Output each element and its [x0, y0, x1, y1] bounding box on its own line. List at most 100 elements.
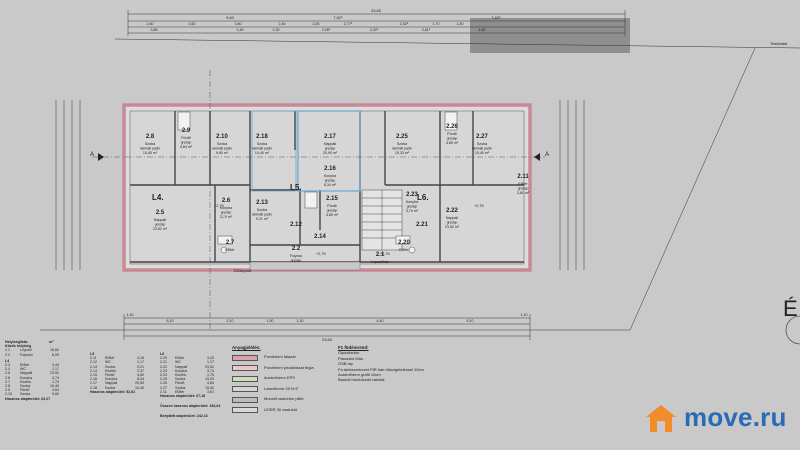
room-number: 2.8	[146, 134, 155, 140]
room-number: 2.14	[314, 234, 326, 240]
room-label: 23,52 m²	[445, 225, 460, 229]
floor-layer: Baumit homlokzati vakolat	[338, 377, 385, 383]
room-number: 2.25	[396, 134, 408, 140]
unit-l6: L6.	[417, 193, 429, 202]
legend-swatch	[232, 365, 258, 372]
section-mark-left: A	[90, 152, 94, 158]
entry-step	[249, 261, 361, 271]
room-number: 2.16	[324, 166, 336, 172]
dim-top-1: 9,60	[226, 15, 235, 20]
grand-useful: Összes hasznos alapterület: 184,64	[160, 404, 221, 409]
dim-r2: 3,60	[235, 22, 242, 26]
room-label: Folyosó	[290, 254, 303, 258]
legend-item: Porotherm falazat	[232, 354, 314, 361]
room-label: laminált padló	[472, 147, 492, 151]
room-label: greslap	[181, 141, 192, 145]
floor-layer: OSB lap	[338, 361, 353, 367]
room-number: 2.17	[324, 134, 336, 140]
room-label: Előtér	[518, 182, 528, 186]
dim-r3: 2,26⁵	[322, 28, 331, 32]
room-number: 2.27	[476, 134, 488, 140]
room-label: Fürdő	[181, 136, 190, 140]
legend-swatch	[232, 396, 258, 403]
dim-r2: 2,40	[279, 22, 286, 26]
unit-l4: L4.	[152, 193, 164, 202]
room-number: 2.10	[216, 134, 228, 140]
north-arrow	[785, 315, 800, 345]
property-boundary	[114, 38, 800, 49]
unit-l5: L5.	[290, 183, 302, 192]
dim-r2: 2,77⁵	[344, 22, 353, 26]
room-label: 15,40 m²	[143, 151, 158, 155]
room-label: Konyha	[406, 200, 418, 204]
dim-r2: 2,52⁵	[400, 22, 409, 26]
entry-label: Előlépcső	[234, 268, 252, 273]
table-subtitle: Közös helyiség	[5, 344, 32, 349]
table-unit: m²	[49, 340, 54, 344]
room-number: 2.5	[156, 210, 165, 216]
legend-label: Porotherm falazat	[264, 354, 296, 360]
room-label: 4,80 m²	[326, 213, 339, 217]
room-label: greslap	[447, 221, 458, 225]
room-number: 2.6	[222, 198, 231, 204]
room-number: 2.15	[326, 196, 338, 202]
room-label: Előtér	[399, 248, 409, 252]
room-label: Szoba	[145, 142, 155, 146]
floor-layer: Austrotherm grafit 10cm	[338, 372, 381, 378]
move-ru-logo[interactable]: move.ru	[644, 402, 787, 433]
floor-layer: Párazáró fólia	[338, 355, 363, 361]
room-label: 4,64 m²	[180, 145, 193, 149]
legend-label: Porotherm pirositással tégla	[264, 364, 314, 370]
dim-r2: 1,70	[433, 22, 440, 26]
dim-r3: 3,32⁵	[370, 28, 379, 32]
room-label: laminált padló	[392, 147, 412, 151]
room-label: laminált padló	[212, 147, 232, 151]
dim-r3: 2,45	[237, 28, 244, 32]
room-label: greslap	[407, 205, 418, 209]
section-mark-right: A	[545, 152, 549, 158]
dim-b: 1,50	[267, 319, 274, 323]
dim-b: 1,10	[127, 313, 134, 317]
north-letter: É	[783, 296, 798, 321]
room-number: 2.1	[376, 252, 385, 258]
grand-built: Beépített alapterület: 242,16	[160, 414, 208, 419]
room-label: Előtér	[225, 248, 235, 252]
room-number: 2.11	[517, 174, 529, 180]
legend-swatch	[232, 375, 258, 382]
dim-r3: 2,61⁵	[422, 28, 431, 32]
legend-item: LEIER 30 zsaluköt	[232, 407, 314, 414]
legend-item: Lasertherm 25 N+F	[232, 386, 314, 393]
room-number: 2.2	[292, 246, 301, 252]
room-label: Lépcsőház	[371, 260, 389, 264]
room-number: 2.12	[290, 222, 302, 228]
room-label: laminált padló	[252, 147, 272, 151]
room-label: greslap	[291, 259, 302, 263]
room-label: greslap	[447, 137, 458, 141]
legend-label: LEIER 30 zsaluköt	[264, 406, 297, 412]
dim-b: 4,40	[377, 319, 384, 323]
room-label: 23,52 m²	[153, 227, 168, 231]
room-label: Konyha	[324, 174, 336, 178]
bathroom-fixtures	[177, 111, 458, 254]
l5-label: L5	[90, 352, 95, 356]
room-label: 8,34 m²	[324, 183, 337, 187]
